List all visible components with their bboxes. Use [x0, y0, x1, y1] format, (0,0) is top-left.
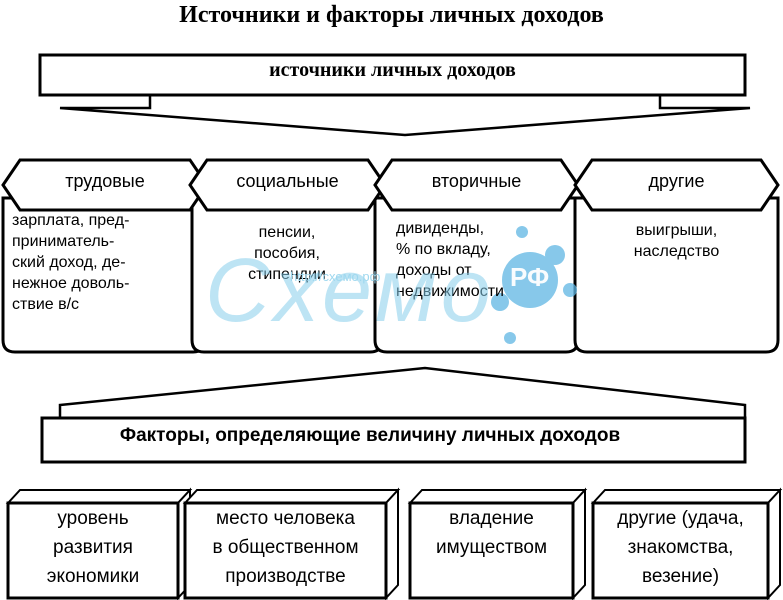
category-description-3: дивиденды, % по вкладу, доходы от недвиж… — [396, 218, 504, 302]
factor-line: имуществом — [435, 537, 548, 558]
factor-text-3: владение имуществом — [410, 504, 573, 562]
sources-arrow — [59, 95, 751, 137]
factor-line: везение) — [641, 566, 720, 587]
description-line: выигрыши, — [635, 222, 718, 239]
description-line: пенсии, — [258, 224, 316, 241]
description-line: приниматель- — [12, 233, 115, 250]
factor-text-4: другие (удача, знакомства, везение) — [593, 504, 768, 591]
watermark-rf: РФ — [510, 262, 550, 292]
category-label-4: другие — [648, 171, 705, 191]
factor-line: место человека — [216, 508, 355, 529]
description-line: доходы от — [396, 262, 472, 279]
category-label-2: социальные — [236, 171, 339, 191]
factor-line: знакомства, — [627, 537, 734, 558]
page-title: Источники и факторы личных доходов — [179, 2, 604, 28]
factors-arrow — [58, 366, 747, 418]
factors-banner-label: Факторы, определяющие величину личных до… — [119, 425, 621, 446]
watermark-url: http://схемо.рф — [290, 269, 381, 284]
description-line: % по вкладу, — [396, 241, 491, 258]
factor-line: развития — [53, 537, 133, 558]
factor-box-3 — [407, 487, 588, 600]
factor-line: в общественном — [212, 537, 359, 558]
factors-banner-box — [40, 416, 747, 464]
description-line: пособия, — [254, 245, 320, 262]
category-description-1: зарплата, пред- приниматель- ский доход,… — [12, 210, 129, 315]
factor-line: производстве — [225, 566, 346, 587]
description-line: дивиденды, — [396, 220, 485, 237]
factor-text-1: уровень развития экономики — [8, 504, 178, 591]
watermark-splash — [491, 226, 577, 344]
factor-line: владение — [449, 508, 534, 529]
category-label-1: трудовые — [65, 171, 145, 191]
category-description-4: выигрыши, наследство — [575, 220, 778, 262]
description-line: наследство — [633, 243, 720, 260]
category-box-4 — [573, 196, 780, 354]
category-label-3: вторичные — [431, 171, 522, 191]
description-line: недвижимости — [396, 283, 504, 300]
factor-line: уровень — [57, 508, 129, 529]
factor-line: экономики — [46, 566, 140, 587]
factor-box-4 — [590, 487, 783, 600]
category-description-2: пенсии, пособия, стипендии — [192, 222, 382, 285]
watermark-logo: Схемо — [205, 241, 495, 341]
sources-banner-box — [38, 53, 747, 97]
description-line: нежное доволь- — [12, 275, 130, 292]
factor-line: другие (удача, — [617, 508, 744, 529]
factor-text-2: место человека в общественном производст… — [185, 504, 386, 591]
sources-banner-label: источники личных доходов — [269, 59, 516, 81]
category-header-4 — [573, 158, 780, 212]
description-line: стипендии — [248, 266, 326, 283]
description-line: ствие в/с — [12, 296, 80, 313]
description-line: ский доход, де- — [12, 254, 126, 271]
factor-box-2 — [182, 487, 401, 600]
description-line: зарплата, пред- — [12, 212, 130, 229]
